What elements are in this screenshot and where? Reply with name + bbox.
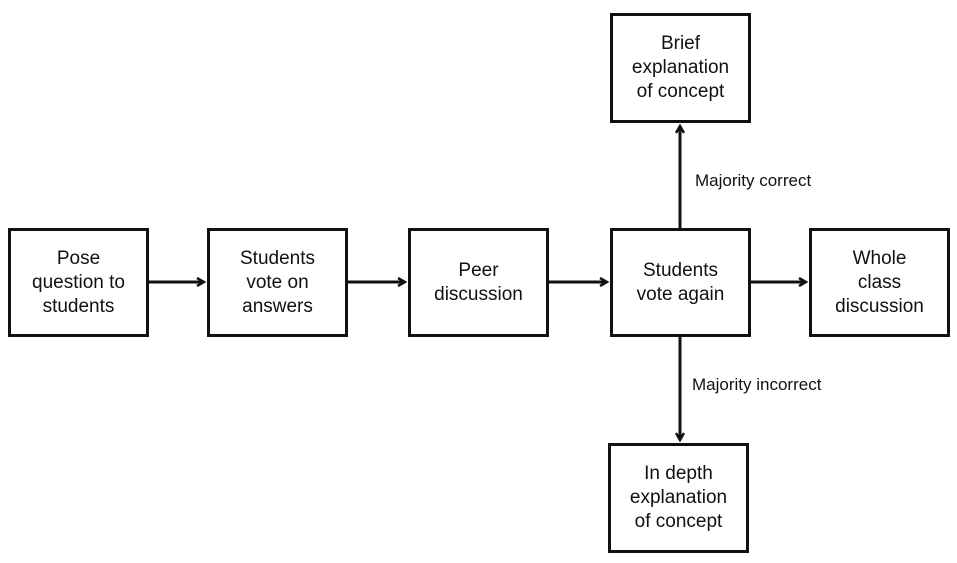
node-pose-question: Pose question to students [8, 228, 149, 337]
node-in-depth-explanation-label: In depth explanation of concept [629, 463, 728, 532]
edge-label-majority-correct: Majority correct [695, 171, 812, 190]
node-whole-class-discussion: Whole class discussion [809, 228, 950, 337]
node-brief-explanation: Brief explanation of concept [610, 13, 751, 123]
edge-label-majority-incorrect: Majority incorrect [692, 375, 822, 394]
node-students-vote-again-label: Students vote again [636, 259, 725, 305]
node-brief-explanation-label: Brief explanation of concept [631, 33, 730, 102]
node-peer-discussion: Peer discussion [408, 228, 549, 337]
node-whole-class-discussion-label: Whole class discussion [835, 247, 924, 317]
node-students-vote: Students vote on answers [207, 228, 348, 337]
node-students-vote-again: Students vote again [610, 228, 751, 337]
node-pose-question-label: Pose question to students [32, 247, 125, 317]
node-peer-discussion-label: Peer discussion [434, 259, 523, 305]
node-in-depth-explanation: In depth explanation of concept [608, 443, 749, 553]
node-students-vote-label: Students vote on answers [240, 247, 315, 317]
